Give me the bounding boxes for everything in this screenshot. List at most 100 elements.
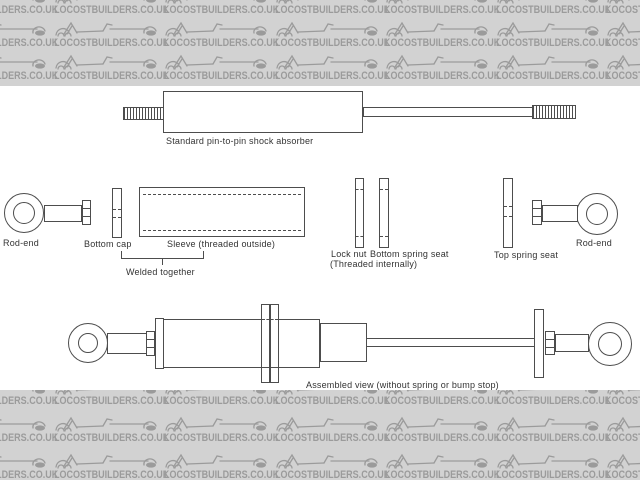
top-spring-seat-hidden-line bbox=[504, 216, 512, 217]
bottom-spring-seat-label: Bottom spring seat bbox=[370, 249, 449, 259]
locost-car-icon bbox=[386, 453, 488, 469]
watermark-text: LOCOSTBUILDERS.CO.UK bbox=[274, 37, 390, 49]
rod-end-left-thread-stub bbox=[82, 200, 91, 225]
lock-nut-hidden-line bbox=[356, 236, 363, 237]
watermark-text: LOCOSTBUILDERS.CO.UK bbox=[53, 70, 169, 82]
watermark-unit: LOCOSTBUILDERS.CO.UK bbox=[163, 53, 279, 86]
sleeve bbox=[139, 187, 305, 237]
watermark-unit: LOCOSTBUILDERS.CO.UK bbox=[53, 53, 169, 86]
bottom-cap-hidden-line bbox=[113, 209, 121, 210]
locost-car-icon bbox=[607, 416, 640, 432]
watermark-text: LOCOSTBUILDERS.CO.UK bbox=[385, 37, 501, 49]
watermark-unit: LOCOSTBUILDERS.CO.UK bbox=[0, 452, 58, 480]
locost-car-icon bbox=[0, 24, 46, 36]
lock-nut-hidden-line bbox=[356, 189, 363, 190]
watermark-text: LOCOSTBUILDERS.CO.UK bbox=[0, 469, 59, 480]
assembled-left-ring-inner bbox=[78, 333, 98, 353]
watermark-unit: LOCOSTBUILDERS.CO.UK bbox=[0, 415, 58, 448]
welded-bracket-bar bbox=[121, 258, 204, 259]
watermark-text: LOCOSTBUILDERS.CO.UK bbox=[385, 4, 501, 16]
watermark-unit: LOCOSTBUILDERS.CO.UK bbox=[0, 390, 58, 411]
bottom-cap-label: Bottom cap bbox=[84, 239, 132, 249]
watermark-text: LOCOSTBUILDERS.CO.UK bbox=[53, 4, 169, 16]
bottom-spring-seat-hidden-line bbox=[380, 236, 388, 237]
assembled-rod bbox=[366, 338, 536, 347]
locost-car-icon bbox=[386, 390, 487, 395]
watermark-unit: LOCOSTBUILDERS.CO.UK bbox=[495, 415, 611, 448]
watermark-text: LOCOSTBUILDERS.CO.UK bbox=[0, 395, 59, 407]
watermark-text: LOCOSTBUILDERS.CO.UK bbox=[53, 37, 169, 49]
watermark-unit: LOCOSTBUILDERS.CO.UK bbox=[274, 20, 390, 53]
watermark-unit: LOCOSTBUILDERS.CO.UK bbox=[495, 452, 611, 480]
watermark-row: LOCOSTBUILDERS.CO.UKLOCOSTBUILDERS.CO.UK… bbox=[0, 0, 640, 20]
watermark-text: LOCOSTBUILDERS.CO.UK bbox=[606, 4, 640, 16]
watermark-text: LOCOSTBUILDERS.CO.UK bbox=[164, 4, 280, 16]
watermark-unit: LOCOSTBUILDERS.CO.UK bbox=[605, 390, 640, 411]
locost-car-icon bbox=[386, 54, 488, 70]
rod-end-left-label: Rod-end bbox=[3, 238, 39, 248]
watermark-text: LOCOSTBUILDERS.CO.UK bbox=[0, 37, 59, 49]
watermark-unit: LOCOSTBUILDERS.CO.UK bbox=[384, 53, 500, 86]
sleeve-thread-line-top bbox=[143, 194, 301, 195]
assembled-lock-nut bbox=[261, 304, 270, 383]
watermark-text: LOCOSTBUILDERS.CO.UK bbox=[274, 469, 390, 480]
watermark-unit: LOCOSTBUILDERS.CO.UK bbox=[163, 452, 279, 480]
watermark-text: LOCOSTBUILDERS.CO.UK bbox=[53, 469, 169, 480]
locost-car-icon bbox=[496, 0, 598, 4]
watermark-text: LOCOSTBUILDERS.CO.UK bbox=[606, 37, 640, 49]
assembled-shock-body bbox=[320, 323, 367, 362]
pin-to-pin-label: Standard pin-to-pin shock absorber bbox=[166, 136, 314, 146]
top-spring-seat-label: Top spring seat bbox=[494, 250, 559, 260]
assembled-sleeve-hidden-edge bbox=[262, 319, 278, 320]
locost-car-icon bbox=[0, 456, 46, 468]
watermark-unit: LOCOSTBUILDERS.CO.UK bbox=[384, 0, 500, 20]
shock-body bbox=[163, 91, 363, 133]
assembled-left-nut bbox=[146, 331, 155, 356]
watermark-unit: LOCOSTBUILDERS.CO.UK bbox=[0, 53, 58, 86]
watermark-text: LOCOSTBUILDERS.CO.UK bbox=[495, 395, 611, 407]
watermark-text: LOCOSTBUILDERS.CO.UK bbox=[385, 432, 501, 444]
assembled-left-shaft bbox=[107, 333, 147, 354]
lock-nut-label-line1: Lock nut bbox=[331, 249, 367, 259]
watermark-unit: LOCOSTBUILDERS.CO.UK bbox=[53, 452, 169, 480]
locost-car-icon bbox=[607, 390, 640, 395]
locost-car-icon bbox=[386, 416, 488, 432]
watermark-text: LOCOSTBUILDERS.CO.UK bbox=[495, 4, 611, 16]
locost-car-icon bbox=[32, 390, 45, 394]
locost-car-icon bbox=[607, 21, 640, 37]
rod-end-right-thread-stub bbox=[532, 200, 542, 225]
bottom-cap-hidden-line bbox=[113, 217, 121, 218]
locost-car-icon bbox=[496, 21, 599, 37]
watermark-unit: LOCOSTBUILDERS.CO.UK bbox=[274, 53, 390, 86]
watermark-unit: LOCOSTBUILDERS.CO.UK bbox=[605, 0, 640, 20]
watermark-row: LOCOSTBUILDERS.CO.UKLOCOSTBUILDERS.CO.UK… bbox=[0, 390, 640, 411]
watermark-row: LOCOSTBUILDERS.CO.UKLOCOSTBUILDERS.CO.UK… bbox=[0, 452, 640, 480]
watermark-text: LOCOSTBUILDERS.CO.UK bbox=[53, 395, 169, 407]
watermark-text: LOCOSTBUILDERS.CO.UK bbox=[385, 70, 501, 82]
bottom-cap bbox=[112, 188, 122, 238]
watermark-text: LOCOSTBUILDERS.CO.UK bbox=[385, 395, 501, 407]
assembled-sleeve-bottom-edge bbox=[262, 367, 278, 368]
locost-car-icon bbox=[54, 416, 157, 432]
watermark-text: LOCOSTBUILDERS.CO.UK bbox=[164, 37, 280, 49]
watermark-unit: LOCOSTBUILDERS.CO.UK bbox=[163, 0, 279, 20]
watermark-unit: LOCOSTBUILDERS.CO.UK bbox=[274, 390, 390, 411]
watermark-text: LOCOSTBUILDERS.CO.UK bbox=[274, 4, 390, 16]
watermark-unit: LOCOSTBUILDERS.CO.UK bbox=[495, 390, 611, 411]
welded-bracket-tick bbox=[162, 259, 163, 265]
welded-bracket-left bbox=[121, 251, 122, 258]
locost-car-icon bbox=[275, 21, 378, 37]
watermark-text: LOCOSTBUILDERS.CO.UK bbox=[164, 469, 280, 480]
locost-car-icon bbox=[607, 54, 640, 70]
watermark-text: LOCOSTBUILDERS.CO.UK bbox=[164, 70, 280, 82]
locost-car-icon bbox=[607, 0, 630, 4]
assembled-sleeve bbox=[163, 319, 320, 368]
locost-car-icon bbox=[165, 453, 267, 469]
watermark-text: LOCOSTBUILDERS.CO.UK bbox=[495, 37, 611, 49]
assembled-top-spring-seat bbox=[534, 309, 544, 378]
watermark-text: LOCOSTBUILDERS.CO.UK bbox=[0, 4, 59, 16]
locost-car-icon bbox=[0, 57, 46, 69]
welded-bracket-right bbox=[203, 251, 204, 258]
top-spring-seat-hidden-line bbox=[504, 206, 512, 207]
